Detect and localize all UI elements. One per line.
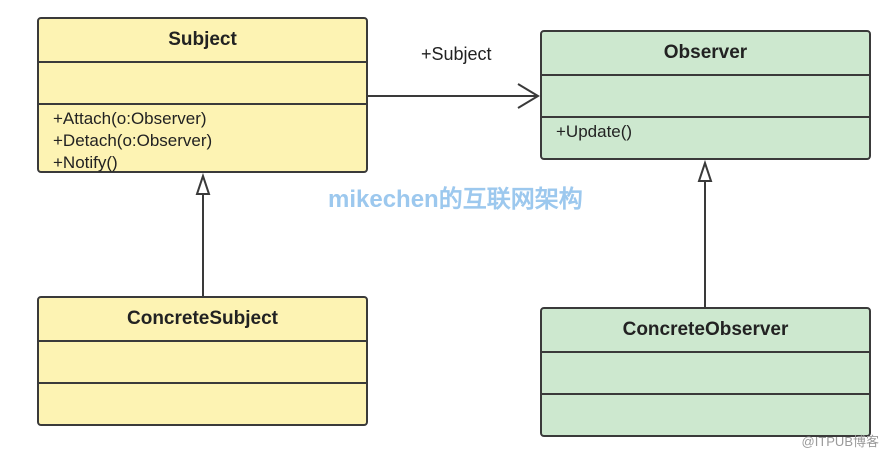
concrete-subject-class-name: ConcreteSubject: [39, 298, 366, 342]
association-arrowhead: [517, 83, 540, 109]
subject-class: Subject +Attach(o:Observer) +Detach(o:Ob…: [37, 17, 368, 173]
operation-attach: +Attach(o:Observer): [53, 109, 207, 128]
watermark-text: mikechen的互联网架构: [328, 186, 583, 213]
observer-attributes: [542, 76, 869, 118]
subject-class-name: Subject: [39, 19, 366, 63]
subject-operations: +Attach(o:Observer) +Detach(o:Observer) …: [39, 105, 366, 174]
concrete-subject-attributes: [39, 342, 366, 384]
concrete-observer-attributes: [542, 353, 869, 395]
operation-detach: +Detach(o:Observer): [53, 131, 213, 150]
concrete-subject-class: ConcreteSubject: [37, 296, 368, 426]
generalization-arrowhead-subject: [195, 172, 211, 195]
observer-class: Observer +Update(): [540, 30, 871, 160]
observer-operations: +Update(): [542, 118, 869, 143]
concrete-observer-class-name: ConcreteObserver: [542, 309, 869, 353]
subject-attributes: [39, 63, 366, 105]
association-label: +Subject: [421, 44, 492, 64]
operation-update: +Update(): [556, 122, 633, 141]
generalization-arrowhead-observer: [697, 159, 713, 182]
concrete-observer-class: ConcreteObserver: [540, 307, 871, 437]
credit-text: @ITPUB博客: [801, 434, 879, 449]
observer-class-name: Observer: [542, 32, 869, 76]
operation-notify: +Notify(): [53, 153, 118, 172]
